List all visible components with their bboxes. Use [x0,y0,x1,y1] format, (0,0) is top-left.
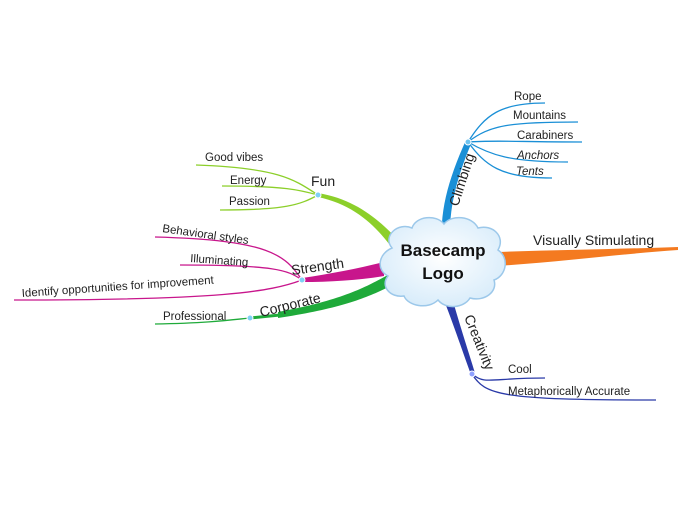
connector-behavioral-styles [154,236,303,281]
branch-strength-stem [302,262,384,282]
connector-good-vibes [195,164,319,196]
branch-label-creativity[interactable]: Creativity [461,312,498,372]
node-dot-fun [314,191,322,199]
branch-visual-stem [496,247,678,266]
leaf-illuminating[interactable]: Illuminating [190,253,249,269]
leaf-behavioral-styles[interactable]: Behavioral styles [162,223,250,247]
branch-label-fun[interactable]: Fun [311,173,335,189]
leaf-good-vibes[interactable]: Good vibes [205,152,263,164]
connector-passion [219,194,319,211]
central-title-line1: Basecamp [400,241,485,260]
branch-strength[interactable]: Strength Behavioral styles Illuminating … [13,223,384,301]
leaf-metaphorically-accurate[interactable]: Metaphorically Accurate [508,386,630,398]
connector-rope [467,102,546,143]
connector-metaphorically-accurate [471,373,657,401]
leaf-tents[interactable]: Tents [516,166,544,178]
leaf-carabiners[interactable]: Carabiners [517,130,573,142]
node-dot-corporate [246,314,254,322]
branch-creativity[interactable]: Creativity Cool Metaphorically Accurate [440,290,657,401]
branch-label-climbing[interactable]: Climbing [446,151,478,208]
node-dot-climbing [464,138,472,146]
leaf-rope[interactable]: Rope [514,91,542,103]
leaf-identify-opportunities[interactable]: Identify opportunities for improvement [21,275,215,300]
branch-label-visual[interactable]: Visually Stimulating [533,232,654,248]
connector-mountains [467,121,579,143]
connector-professional [154,317,251,325]
cloud-shape [379,216,506,308]
connector-identify-opportunities [13,279,303,301]
branch-label-strength[interactable]: Strength [290,255,345,278]
central-node[interactable]: Basecamp Logo [379,216,506,308]
leaf-anchors[interactable]: Anchors [516,150,559,162]
leaf-cool[interactable]: Cool [508,364,532,376]
connector-anchors [467,141,569,163]
branch-creativity-stem [440,290,475,373]
connector-tents [467,141,553,179]
leaf-mountains[interactable]: Mountains [513,110,566,122]
connector-illuminating [179,264,303,281]
leaf-passion[interactable]: Passion [229,196,270,208]
connector-carabiners [467,140,583,143]
branch-visual[interactable]: Visually Stimulating [496,232,678,266]
connector-energy [221,185,319,196]
leaf-professional[interactable]: Professional [163,311,226,323]
central-title-line2: Logo [422,264,464,283]
connector-cool [471,373,546,381]
node-dot-strength [298,276,306,284]
node-dot-creativity [468,370,476,378]
branch-corporate-stem [278,272,398,318]
leaf-energy[interactable]: Energy [230,175,267,187]
